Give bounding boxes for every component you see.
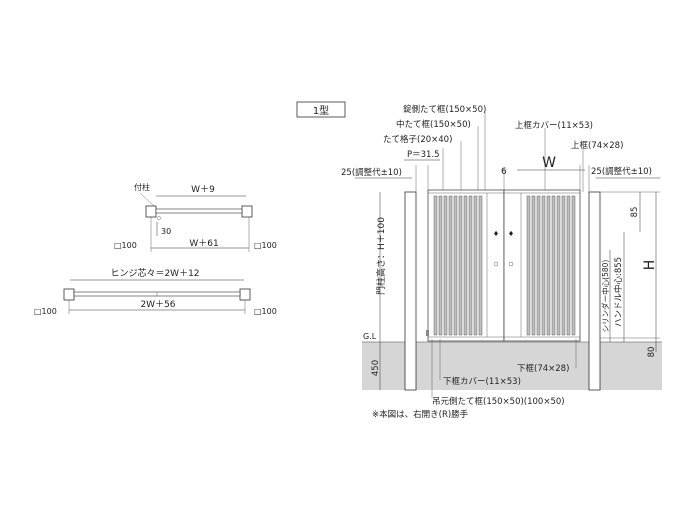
gl-label: G.L (363, 332, 377, 341)
plan2-width-label: 2W＋56 (140, 299, 175, 310)
post-height-label: 門柱高さ：H＋100 (375, 217, 387, 295)
pitch-label: P＝31.5 (407, 150, 440, 160)
bar (463, 195, 468, 336)
lock-frame-label: 錠側たて框(150×50) (403, 104, 486, 115)
adjust-right-label: 25(調整代±10) (591, 166, 652, 177)
handle-icon: ♦ (508, 230, 514, 238)
six-label: 6 (501, 167, 507, 177)
model-label-box (296, 101, 346, 118)
bar (473, 195, 478, 336)
top-cover-label: 上框カバー(11×53) (515, 120, 593, 131)
hinge-icon (426, 330, 429, 336)
elevation-view: G.L (341, 104, 662, 407)
gate-post-left (404, 191, 417, 391)
note: ※本図は、右開き(R)勝手 (372, 409, 469, 420)
width-top-label: W＋9 (191, 184, 215, 195)
gate-post-right (588, 191, 601, 391)
bar (556, 195, 561, 336)
plan-view-single: 付柱 W＋9 30 W＋61 □100 □100 (114, 182, 277, 252)
bar (448, 195, 453, 336)
bar (536, 195, 541, 336)
bar (478, 195, 483, 336)
bottom-frame-label: 下框(74×28) (517, 363, 569, 374)
w-label: W (542, 155, 556, 171)
post-leader (139, 192, 156, 208)
top-gap-label: 85 (630, 207, 640, 218)
plan2-post-left (63, 288, 75, 301)
bottom-gap-label: 80 (647, 347, 657, 358)
vertical-bars-left (433, 195, 483, 336)
bar (458, 195, 463, 336)
handle-label: ハンドル中心:855 (613, 257, 624, 327)
post-size-right: □100 (254, 241, 277, 250)
plan-post-right (241, 205, 253, 218)
plan-view-double: ヒンジ芯々＝2W＋12 2W＋56 □100 □100 (34, 267, 277, 316)
bars-label: たて格子(20×40) (383, 134, 452, 145)
plan2-post-right (239, 288, 251, 301)
bar (551, 195, 556, 336)
model-label: 1型 (313, 104, 329, 117)
h-label: H (642, 260, 658, 271)
hinge-label: ヒンジ芯々＝2W＋12 (110, 267, 199, 279)
hinge-frame-label: 吊元側たて框(150×50)(100×50) (432, 396, 565, 407)
bar (438, 195, 443, 336)
cylinder-label: シリンダー中心(580) (600, 260, 610, 333)
top-frame-label: 上框(74×28) (571, 140, 623, 151)
bar (561, 195, 566, 336)
bar (541, 195, 546, 336)
cylinder-icon (508, 261, 514, 267)
post-label: 付柱 (134, 182, 150, 192)
width-bottom-label: W＋61 (189, 238, 218, 249)
hinge-mark (157, 216, 161, 220)
bar (526, 195, 531, 336)
center-frame-label: 中たて框(150×50) (396, 119, 471, 130)
bar (453, 195, 458, 336)
adjust-left-label: 25(調整代±10) (341, 167, 402, 178)
offset-label: 30 (161, 227, 171, 236)
handle-icon: ♦ (493, 230, 499, 238)
bar (566, 195, 571, 336)
vertical-bars-right (526, 195, 576, 336)
bar (546, 195, 551, 336)
bar (571, 195, 576, 336)
bottom-cover-label: 下框カバー(11×53) (443, 376, 521, 387)
bar (468, 195, 473, 336)
bar (443, 195, 448, 336)
embed-label: 450 (371, 360, 381, 376)
bar (433, 195, 438, 336)
plan-post-left (145, 205, 157, 218)
cylinder-icon (493, 261, 499, 267)
plan2-post-size-right: □100 (254, 307, 277, 316)
plan2-post-size-left: □100 (34, 307, 57, 316)
plan-leaf (155, 208, 243, 214)
bar (531, 195, 536, 336)
post-size-left: □100 (114, 241, 137, 250)
